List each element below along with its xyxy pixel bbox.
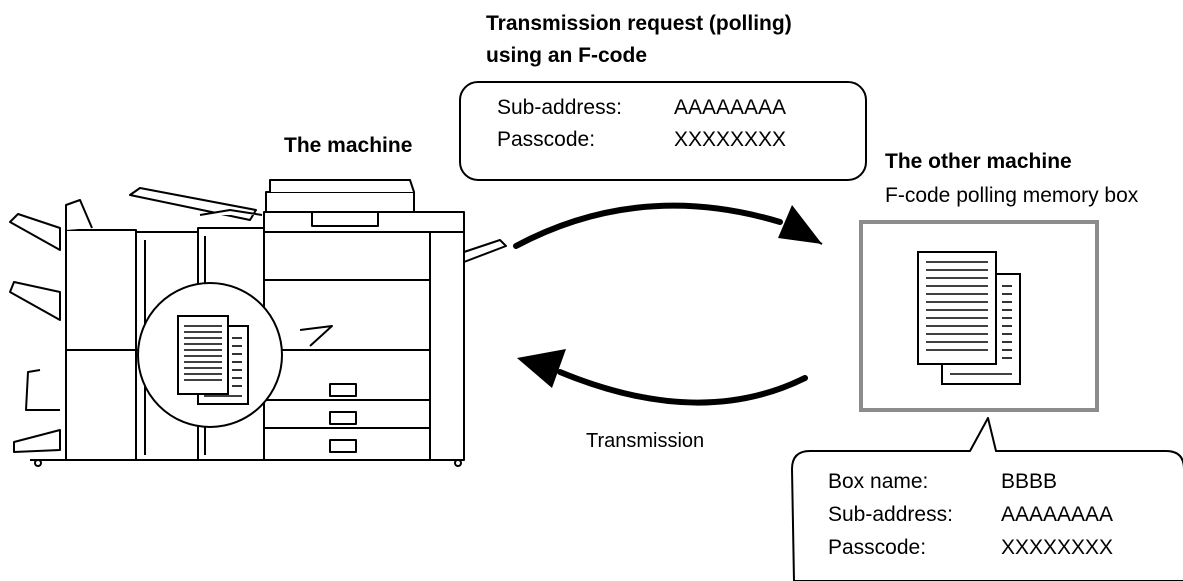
machine-illustration — [9, 179, 507, 467]
request-title-line1: Transmission request (polling) — [486, 12, 792, 35]
box-passcode-label: Passcode: — [828, 536, 927, 559]
other-machine-label: The other machine — [885, 150, 1072, 173]
machine-document-bubble — [137, 282, 333, 428]
transmission-arrow — [517, 349, 808, 406]
this-machine-label: The machine — [284, 134, 413, 157]
box-passcode-value: XXXXXXXX — [1001, 536, 1114, 559]
box-name-value: BBBB — [1001, 470, 1058, 493]
box-info-callout — [791, 417, 1183, 581]
memory-box-document-icon — [917, 251, 1021, 385]
machine-document-icon — [177, 315, 249, 405]
box-subaddress-label: Sub-address: — [828, 503, 953, 526]
request-passcode-value: XXXXXXXX — [674, 128, 787, 151]
request-subaddress-label: Sub-address: — [497, 96, 622, 119]
request-box — [459, 81, 867, 181]
request-passcode-label: Passcode: — [497, 128, 596, 151]
memory-box-label: F-code polling memory box — [885, 184, 1139, 207]
request-subaddress-value: AAAAAAAA — [674, 96, 787, 119]
request-title-line2: using an F-code — [486, 44, 648, 67]
request-arrow — [513, 202, 823, 249]
transmission-label: Transmission — [586, 430, 705, 452]
box-subaddress-value: AAAAAAAA — [1001, 503, 1114, 526]
box-name-label: Box name: — [828, 470, 929, 493]
